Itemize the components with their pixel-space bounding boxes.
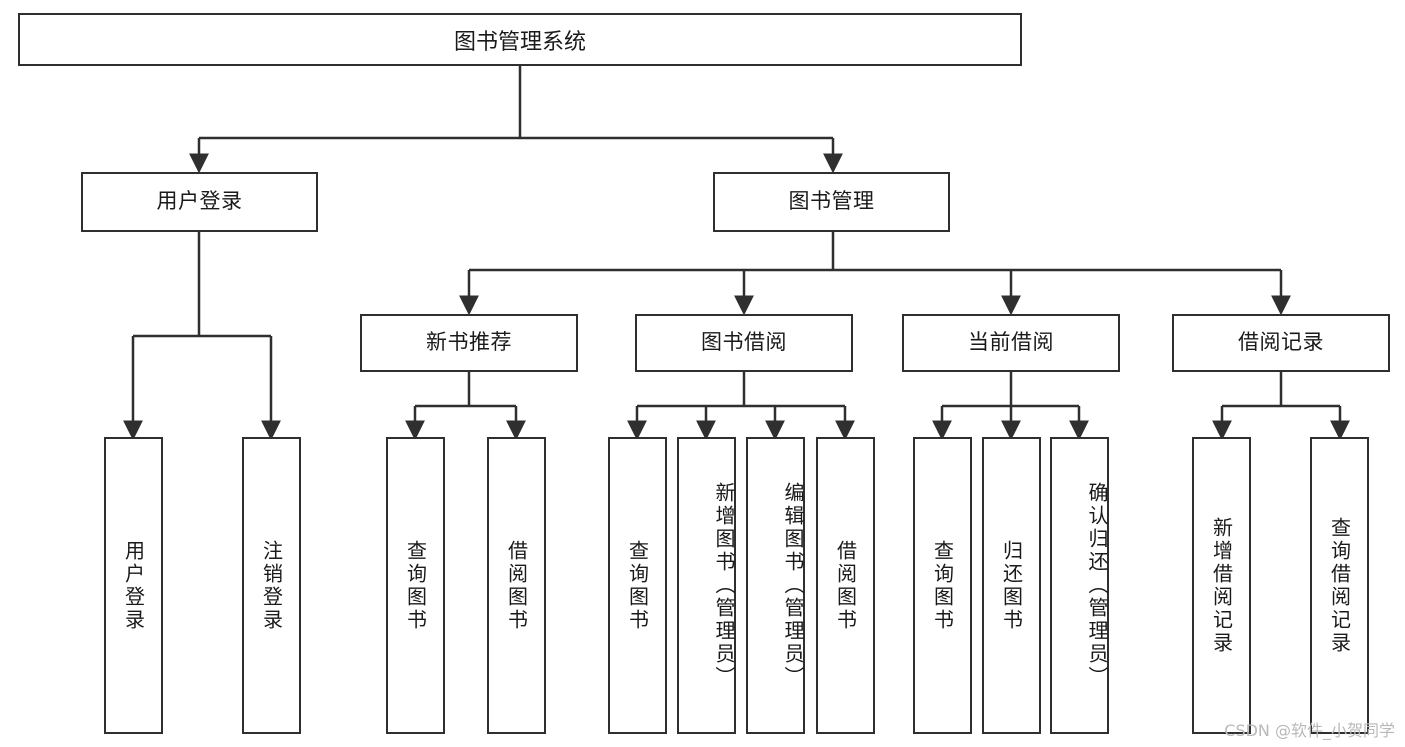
node-root-label: 图书管理系统 <box>453 29 586 55</box>
node-leaf-confirm-return-label: 确认归还（管理员） <box>1085 482 1109 689</box>
node-leaf-return-book[interactable]: 归还图书 <box>982 437 1041 734</box>
node-leaf-query-book-3[interactable]: 查询图书 <box>913 437 972 734</box>
node-leaf-add-book[interactable]: 新增图书（管理员） <box>677 437 736 734</box>
node-user-login[interactable]: 用户登录 <box>81 172 318 232</box>
node-root[interactable]: 图书管理系统 <box>18 13 1022 66</box>
node-leaf-edit-book[interactable]: 编辑图书（管理员） <box>746 437 805 734</box>
node-leaf-borrow-book-2[interactable]: 借阅图书 <box>816 437 875 734</box>
csdn-watermark: CSDN @软件_小贺同学 <box>1224 721 1395 740</box>
node-book-borrow[interactable]: 图书借阅 <box>635 314 853 372</box>
node-leaf-user-login-label: 用户登录 <box>121 539 146 632</box>
node-leaf-query-book-3-label: 查询图书 <box>930 539 955 632</box>
node-new-book-rec[interactable]: 新书推荐 <box>360 314 578 372</box>
node-user-login-label: 用户登录 <box>156 189 243 214</box>
node-borrow-record-label: 借阅记录 <box>1238 330 1324 355</box>
node-leaf-user-login[interactable]: 用户登录 <box>104 437 163 734</box>
node-leaf-add-record[interactable]: 新增借阅记录 <box>1192 437 1251 734</box>
node-leaf-logout-login[interactable]: 注销登录 <box>242 437 301 734</box>
node-leaf-query-book-2[interactable]: 查询图书 <box>608 437 667 734</box>
node-leaf-borrow-book-1[interactable]: 借阅图书 <box>487 437 546 734</box>
node-leaf-query-book-1-label: 查询图书 <box>403 539 428 632</box>
node-leaf-add-book-label: 新增图书（管理员） <box>712 482 736 689</box>
node-leaf-return-book-label: 归还图书 <box>999 539 1024 632</box>
node-leaf-query-record[interactable]: 查询借阅记录 <box>1310 437 1369 734</box>
node-leaf-query-book-2-label: 查询图书 <box>625 539 650 632</box>
node-book-manage-label: 图书管理 <box>788 189 875 214</box>
node-current-borrow-label: 当前借阅 <box>968 330 1054 355</box>
node-leaf-logout-login-label: 注销登录 <box>259 539 284 632</box>
node-borrow-record[interactable]: 借阅记录 <box>1172 314 1390 372</box>
node-leaf-query-book-1[interactable]: 查询图书 <box>386 437 445 734</box>
node-leaf-query-record-label: 查询借阅记录 <box>1327 516 1352 655</box>
node-new-book-rec-label: 新书推荐 <box>426 330 512 355</box>
node-leaf-add-record-label: 新增借阅记录 <box>1209 516 1234 655</box>
node-book-borrow-label: 图书借阅 <box>701 330 787 355</box>
node-leaf-edit-book-label: 编辑图书（管理员） <box>781 482 805 689</box>
node-book-manage[interactable]: 图书管理 <box>713 172 950 232</box>
node-leaf-confirm-return[interactable]: 确认归还（管理员） <box>1050 437 1109 734</box>
node-leaf-borrow-book-1-label: 借阅图书 <box>504 539 529 632</box>
node-current-borrow[interactable]: 当前借阅 <box>902 314 1120 372</box>
node-leaf-borrow-book-2-label: 借阅图书 <box>833 539 858 632</box>
